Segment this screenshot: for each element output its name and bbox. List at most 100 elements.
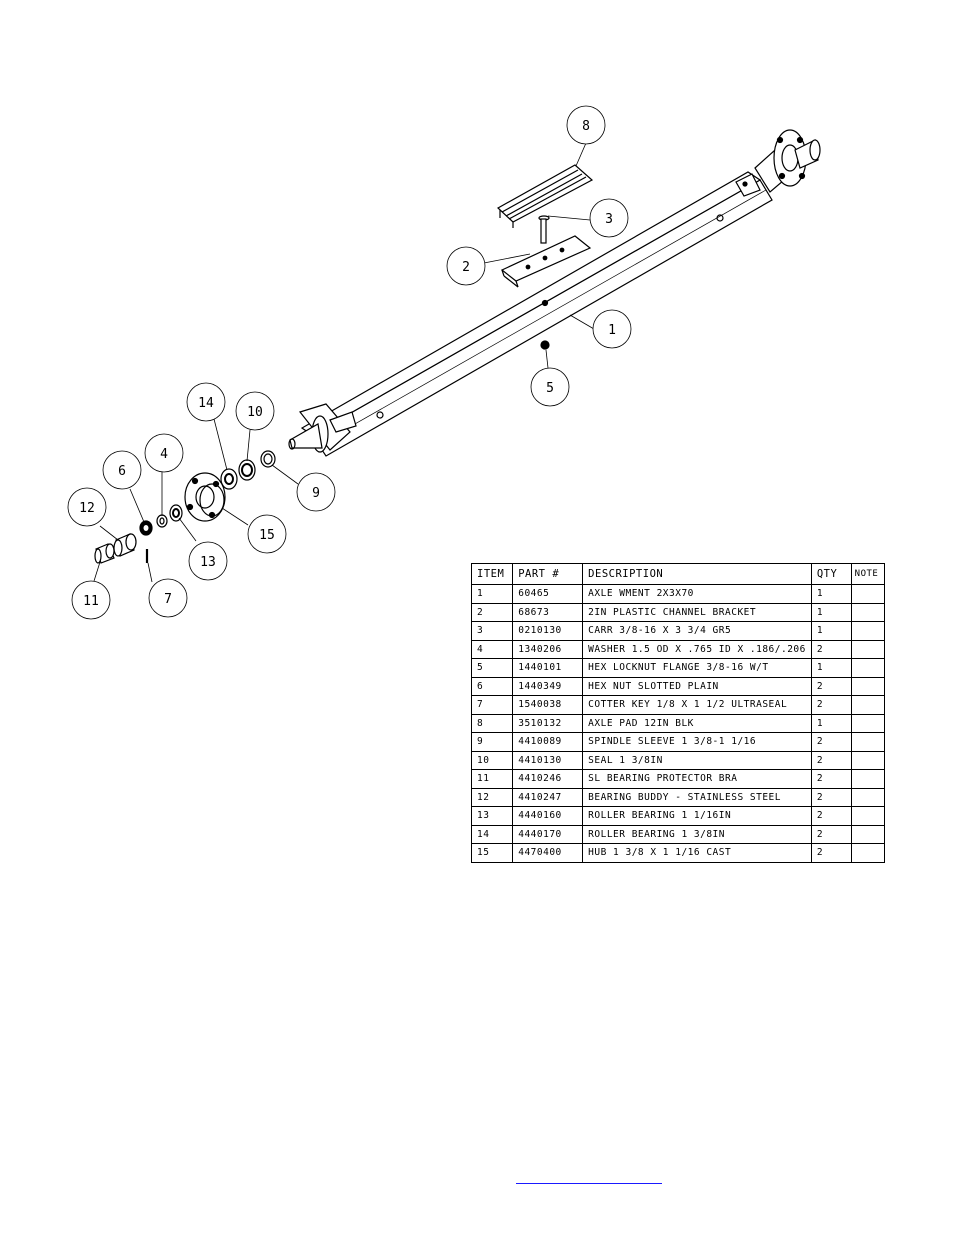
cell-item: 6 [470, 676, 514, 696]
cell-item: 13 [470, 806, 514, 826]
cell-description: BEARING BUDDY - STAINLESS STEEL [582, 787, 812, 807]
cell-part-number: 4410247 [512, 787, 584, 807]
cell-description: HUB 1 3/8 X 1 1/16 CAST [582, 843, 812, 863]
svg-text:1: 1 [608, 323, 616, 338]
cell-description: SPINDLE SLEEVE 1 3/8-1 1/16 [582, 732, 812, 752]
footer-link[interactable] [516, 1176, 662, 1184]
svg-text:2: 2 [462, 260, 470, 275]
cell-item: 8 [470, 713, 514, 733]
cell-note [850, 639, 886, 659]
cell-item: 14 [470, 824, 514, 844]
cell-item: 3 [470, 621, 514, 641]
callout-11: 11 [71, 580, 111, 620]
cell-qty: 2 [810, 750, 852, 770]
cell-part-number: 4470400 [512, 843, 584, 863]
callout-5: 5 [530, 367, 570, 407]
cell-qty: 1 [810, 658, 852, 678]
carriage-bolt [538, 215, 550, 244]
cell-description: COTTER KEY 1/8 X 1 1/2 ULTRASEAL [582, 695, 812, 715]
cell-note [850, 602, 886, 622]
cell-description: 2IN PLASTIC CHANNEL BRACKET [582, 602, 812, 622]
cell-part-number: 1340206 [512, 639, 584, 659]
svg-text:9: 9 [312, 486, 320, 501]
cell-part-number: 3510132 [512, 713, 584, 733]
cell-qty: 2 [810, 769, 852, 789]
cell-qty: 1 [810, 713, 852, 733]
cell-item: 5 [470, 658, 514, 678]
cell-note [850, 824, 886, 844]
header-note: NOTE [850, 563, 886, 585]
cell-qty: 2 [810, 695, 852, 715]
svg-text:13: 13 [200, 555, 216, 570]
svg-text:14: 14 [198, 396, 214, 411]
cell-part-number: 4440160 [512, 806, 584, 826]
cell-description: CARR 3/8-16 X 3 3/4 GR5 [582, 621, 812, 641]
svg-text:5: 5 [546, 381, 554, 396]
callout-9: 9 [296, 472, 336, 512]
cell-item: 2 [470, 602, 514, 622]
cell-part-number: 4410089 [512, 732, 584, 752]
axle-pad [496, 164, 594, 228]
callout-10: 10 [235, 391, 275, 431]
cell-part-number: 4410130 [512, 750, 584, 770]
seal [238, 459, 256, 481]
cell-note [850, 769, 886, 789]
cell-part-number: 60465 [512, 584, 584, 604]
cell-part-number: 1440349 [512, 676, 584, 696]
hex-locknut [540, 340, 550, 350]
washer [156, 514, 168, 528]
cell-description: HEX NUT SLOTTED PLAIN [582, 676, 812, 696]
cell-description: SL BEARING PROTECTOR BRA [582, 769, 812, 789]
svg-text:15: 15 [259, 528, 275, 543]
cell-item: 12 [470, 787, 514, 807]
cell-qty: 2 [810, 843, 852, 863]
spindle-sleeve [260, 450, 276, 468]
cell-part-number: 4440170 [512, 824, 584, 844]
bearing-protector [94, 543, 115, 564]
cell-item: 9 [470, 732, 514, 752]
cell-note [850, 787, 886, 807]
header-description: DESCRIPTION [582, 563, 812, 585]
cell-note [850, 658, 886, 678]
cell-qty: 2 [810, 806, 852, 826]
slotted-hex-nut [139, 520, 153, 536]
cell-qty: 2 [810, 787, 852, 807]
cell-qty: 2 [810, 639, 852, 659]
cell-note [850, 806, 886, 826]
bearing-buddy [113, 533, 137, 557]
callout-12: 12 [67, 487, 107, 527]
cell-note [850, 695, 886, 715]
cell-item: 15 [470, 843, 514, 863]
callout-6: 6 [102, 450, 142, 490]
channel-bracket [500, 235, 592, 288]
callout-13: 13 [188, 541, 228, 581]
cell-item: 1 [470, 584, 514, 604]
cell-qty: 1 [810, 584, 852, 604]
cell-part-number: 68673 [512, 602, 584, 622]
cell-qty: 1 [810, 621, 852, 641]
header-part-number: PART # [512, 563, 584, 585]
cell-description: AXLE WMENT 2X3X70 [582, 584, 812, 604]
cell-note [850, 843, 886, 863]
svg-text:8: 8 [582, 119, 590, 134]
callout-7: 7 [148, 578, 188, 618]
cell-qty: 2 [810, 824, 852, 844]
cell-note [850, 713, 886, 733]
cell-note [850, 732, 886, 752]
